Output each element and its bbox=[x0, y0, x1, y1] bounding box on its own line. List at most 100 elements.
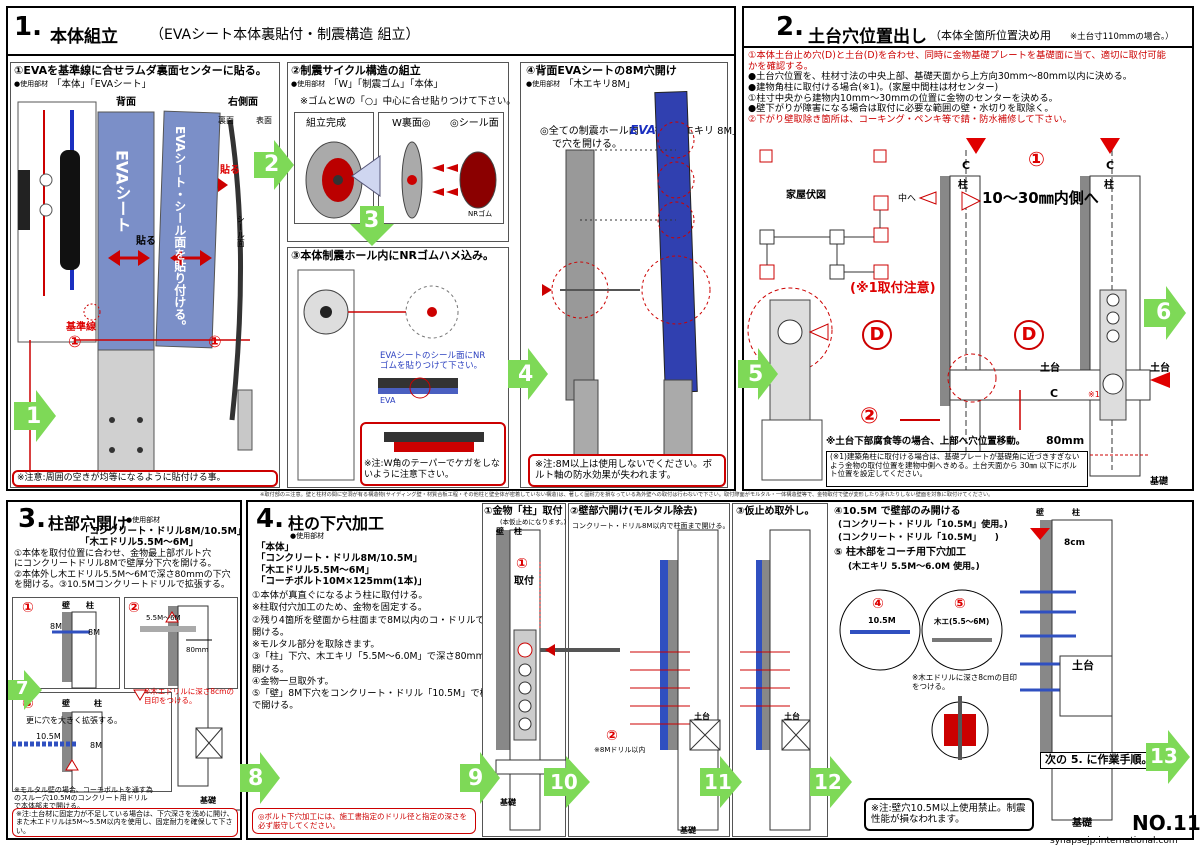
label-seal-face-2: ◎シール面 bbox=[450, 118, 499, 129]
label-back: 背面 bbox=[116, 97, 136, 108]
panel-4-3-dodai: 土台 bbox=[784, 712, 800, 721]
panel-1-3-note: ※注:W角のテーパーでケガをしないように注意下さい。 bbox=[360, 422, 506, 486]
section-2-instructions: ①本体土台止め穴(D)と土台(D)を合わせ、同時に金物基礎プレートを基礎面に当て… bbox=[748, 50, 1188, 126]
label-c-1: C bbox=[962, 159, 971, 172]
label-move-up: ※土台下部腐食等の場合、上部へ穴位置移動。 bbox=[826, 436, 1026, 447]
section-3-8m-c: 8M bbox=[90, 741, 102, 750]
step-arrow-12: 12 bbox=[810, 756, 852, 808]
step-arrow-3-label: 3 bbox=[364, 208, 380, 233]
section-3-wall-1: 壁 bbox=[62, 601, 70, 610]
section-4-line-3: ②残り4箇所を壁面から柱面まで8M以内のコ・ドリルで bbox=[252, 614, 485, 626]
section-3-title: 柱部穴開け bbox=[48, 514, 129, 533]
panel-1-4-instruction-2: を「木エキリ 8M」 bbox=[654, 126, 743, 137]
section-3-marker-1: ① bbox=[22, 600, 34, 616]
step-arrow-13: 13 bbox=[1146, 730, 1190, 784]
section-2-subnote: ※土台寸110mmの場合。） bbox=[1070, 32, 1174, 42]
label-kijun: 基準線 bbox=[66, 322, 96, 333]
marker-circle-1: ① bbox=[1028, 147, 1045, 171]
eva-sheet-label: EVAシート bbox=[112, 150, 132, 233]
label-80mm: 80mm bbox=[1046, 434, 1085, 447]
step-arrow-1-label: 1 bbox=[26, 404, 42, 429]
site-footer: synapsejp.international.com bbox=[1050, 836, 1178, 846]
panel-1-4-instruction-eva: EVA bbox=[630, 123, 656, 137]
step-arrow-8: 8 bbox=[240, 752, 280, 804]
section-4-number: 4. bbox=[256, 504, 284, 534]
panel-4-1-wall: 壁 bbox=[496, 527, 504, 536]
label-mark-1: ※1 bbox=[1088, 390, 1100, 399]
panel-4-2-sub: コンクリート・ドリル8M以内で柱面まで開ける。 bbox=[572, 522, 730, 530]
panel-4-1-sub: (本仮止めになります。) bbox=[500, 518, 567, 526]
marker-1b: ① bbox=[208, 332, 222, 351]
panel-1-1-material: 「本体」「EVAシート」 bbox=[52, 79, 152, 90]
panel-4-4-title-2: (コンクリート・ドリル「10.5M」使用。) bbox=[838, 520, 1008, 530]
step-arrow-9: 9 bbox=[460, 752, 500, 804]
label-hashira-1: 柱 bbox=[958, 180, 968, 191]
step-arrow-3: 3 bbox=[350, 206, 394, 246]
eva-seal-label: EVAシート・シール面を貼り付ける。 bbox=[172, 126, 187, 332]
section-2-line-3: ●土台穴位置を、柱材寸法の中央上部、基礎天面から上方向30mm〜80mm以内に決… bbox=[748, 71, 1133, 83]
panel-4-8cm: 8cm bbox=[1064, 538, 1085, 548]
label-kaoku: 家屋伏図 bbox=[786, 190, 826, 201]
section-3-expand: 更に穴を大きく拡張する。 bbox=[26, 716, 122, 725]
section-3-8m-a: 8M bbox=[50, 622, 62, 631]
section-2-title: 土台穴位置出し bbox=[808, 27, 927, 47]
step-arrow-12-label: 12 bbox=[814, 770, 842, 794]
section-3-80mm: 80mm bbox=[186, 646, 209, 654]
step-arrow-10: 10 bbox=[544, 756, 590, 808]
panel-1-2-material-label: ●使用部材 bbox=[291, 80, 326, 88]
section-3-material-1: 「コンクリート・ドリル8M/10.5M」 bbox=[80, 526, 247, 537]
section-3-note-1: ※モルタル壁の場合、コーチボルトを通す為のスルー穴10.5Mのコンクリート用ドリ… bbox=[14, 786, 153, 811]
label-c-3: C bbox=[1050, 387, 1059, 400]
section-1-subtitle: （EVAシート本体裏貼付・制震構造 組立） bbox=[150, 27, 420, 43]
section-3-pillar-1: 柱 bbox=[86, 601, 94, 610]
label-kiso-2: 基礎 bbox=[1150, 477, 1169, 487]
panel-4-wall: 壁 bbox=[1036, 508, 1044, 517]
section-2-line-5: ①柱寸中央から建物内10mm〜30mmの位置に金物のセンターを決める。 bbox=[748, 92, 1058, 104]
panel-4-kiso-1: 基礎 bbox=[500, 798, 516, 807]
section-3-line-4: を開ける。③10.5Mコンクリートドリルで拡張する。 bbox=[14, 580, 230, 591]
section-2-line-1: ①本体土台止め穴(D)と土台(D)を合わせ、同時に金物基礎プレートを基礎面に当て… bbox=[748, 50, 1166, 61]
panel-1-4-material-label: ●使用部材 bbox=[526, 80, 561, 88]
section-2-note-box: (※1)建築角柱に取付ける場合は、基礎プレートが基礎角に近づきすぎないよう金物の… bbox=[826, 451, 1088, 487]
panel-1-4-instruction-3: で穴を開ける。 bbox=[552, 139, 622, 150]
step-arrow-11-label: 11 bbox=[704, 770, 732, 794]
section-1-number: 1. bbox=[14, 12, 42, 42]
panel-4-kiso-2: 基礎 bbox=[680, 826, 696, 835]
label-inside-offset: 10〜30㎜内側へ bbox=[982, 189, 1099, 207]
label-ura: 裏面 bbox=[218, 116, 234, 125]
step-arrow-4-label: 4 bbox=[518, 362, 534, 387]
panel-1-1-title: ①EVAを基準線に合せラムダ裏面センターに貼る。 bbox=[14, 64, 267, 77]
section-4-line-8: ④金物一旦取外す。 bbox=[252, 675, 334, 687]
step-arrow-8-label: 8 bbox=[248, 766, 264, 791]
label-complete: 組立完成 bbox=[306, 118, 346, 129]
section-3-instructions: ①本体を取付位置に合わせ、金物最上部ボルト穴 にコンクリートドリル8Mで壁厚分下… bbox=[14, 549, 240, 590]
panel-4-1-pillar: 柱 bbox=[514, 527, 522, 536]
step-arrow-13-label: 13 bbox=[1150, 744, 1178, 768]
w-taper-icon bbox=[384, 432, 484, 452]
section-3-8m-b: 8M bbox=[88, 628, 100, 637]
section-1-rule bbox=[6, 54, 736, 56]
section-3-5.5m: 5.5M〜6M bbox=[146, 614, 181, 622]
section-3-line-3: ②本体外し木エドリル5.5M〜6Mで深さ80mmの下穴 bbox=[14, 569, 231, 580]
section-4-material-4: 「コーチボルト10M×125mm(1本)」 bbox=[256, 576, 428, 588]
step-arrow-4: 4 bbox=[508, 348, 548, 400]
marker-d-1: D bbox=[862, 320, 892, 350]
label-hare-2: 貼る bbox=[136, 236, 156, 247]
panel-4-2-title: ②壁部穴開け(モルタル除去) bbox=[570, 506, 698, 517]
panel-4-10.5m: 10.5M bbox=[868, 616, 896, 625]
section-4-line-4: 開ける。 bbox=[252, 626, 290, 638]
section-4-line-10: で開ける。 bbox=[252, 700, 299, 712]
panel-4-note-2: ※注:壁穴10.5M以上使用禁止。制震性能が損なわれます。 bbox=[864, 798, 1034, 831]
step-arrow-6: 6 bbox=[1144, 286, 1186, 340]
step-arrow-9-label: 9 bbox=[468, 766, 484, 791]
step-arrow-6-label: 6 bbox=[1156, 300, 1172, 325]
panel-4-4-title-3: (コンクリート・ドリル「10.5M」 ) bbox=[838, 533, 999, 543]
label-hare: 貼る bbox=[220, 165, 240, 176]
section-3-line-1: ①本体を取付位置に合わせ、金物最上部ボルト穴 bbox=[14, 549, 212, 559]
section-4-material-1: 「本体」 bbox=[256, 542, 295, 553]
section-2-rule bbox=[742, 46, 1194, 48]
section-2-line-4: ●建物角柱に取付ける場合(※1)。(家屋中間柱は材センター) bbox=[748, 82, 999, 94]
